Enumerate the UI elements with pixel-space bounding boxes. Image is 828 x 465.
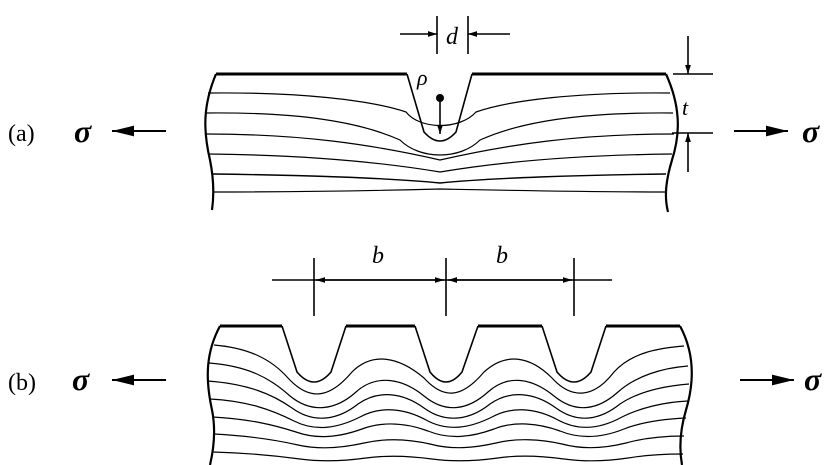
dim-t: [672, 36, 713, 172]
flow-line-b: [208, 362, 689, 409]
panel-b-label: (b): [8, 370, 36, 396]
flow-line: [211, 173, 667, 184]
d-label: d: [446, 24, 459, 50]
panel-a-label: (a): [8, 121, 35, 147]
notch-b: [541, 325, 607, 383]
sigma-right-b: σ: [804, 361, 822, 397]
panel-b: b b (b) σ σ: [8, 243, 822, 465]
plate-a-left-edge: [204, 73, 218, 211]
flow-line: [205, 133, 675, 161]
t-label: t: [682, 95, 689, 120]
rho-label: ρ: [416, 65, 428, 90]
notch-b: [281, 325, 347, 383]
plate-a-right-edge: [664, 73, 679, 213]
flow-line: [205, 112, 674, 156]
sigma-right-a: σ: [802, 113, 820, 149]
flow-line-b: [209, 398, 689, 429]
flow-line: [207, 153, 673, 173]
flow-line: [212, 188, 667, 193]
b-label-1: b: [372, 243, 384, 269]
notch-a: [406, 73, 473, 142]
sigma-left-a: σ: [74, 113, 92, 149]
flow-line-b: [207, 380, 690, 419]
b-label-2: b: [496, 243, 508, 269]
panel-a: ρ d t (a) σ σ: [8, 16, 820, 213]
flow-line-b: [212, 451, 684, 462]
flow-line-b: [213, 433, 685, 449]
sigma-left-b: σ: [72, 361, 90, 397]
flow-line-b: [211, 416, 687, 438]
plate-b-right-edge: [679, 325, 693, 465]
plate-b: [206, 324, 693, 465]
notch-b: [414, 325, 479, 383]
dim-b: [272, 258, 612, 316]
dim-d: [400, 16, 510, 54]
flow-line-b: [213, 344, 685, 395]
plate-b-left-edge: [206, 325, 221, 465]
